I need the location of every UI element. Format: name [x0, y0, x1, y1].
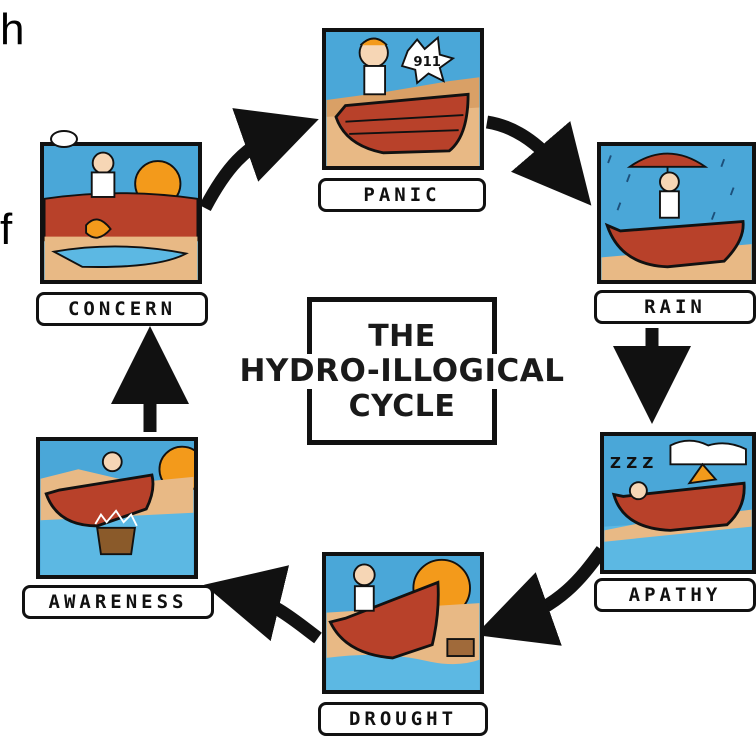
arrow-drought-to-awareness	[204, 565, 322, 644]
bucket-icon	[94, 509, 138, 556]
thought-bubble-icon	[50, 130, 78, 148]
phone-911-icon: 911	[400, 35, 456, 85]
panel-drought	[322, 552, 484, 694]
label-awareness: AWARENESS	[22, 585, 214, 619]
svg-text:911: 911	[413, 55, 441, 70]
drought-illustration	[326, 556, 480, 690]
panel-panic: 911	[322, 28, 484, 170]
apathy-illustration: Z Z Z	[604, 436, 752, 570]
awareness-illustration	[40, 441, 194, 575]
concern-illustration	[44, 146, 198, 280]
label-panic: PANIC	[318, 178, 486, 212]
panel-rain	[597, 142, 756, 284]
arrow-concern-to-panic	[199, 108, 319, 212]
panel-awareness	[36, 437, 198, 579]
arrow-panic-to-rain	[485, 115, 592, 206]
title-line-1: THE	[368, 318, 436, 354]
label-rain: RAIN	[594, 290, 756, 324]
title-line-2: HYDRO-ILLOGICAL	[233, 353, 571, 389]
text-fragment-h: h	[0, 5, 25, 54]
sleeping-zzz-icon: Z Z Z	[610, 454, 653, 472]
arrow-apathy-to-drought	[475, 546, 608, 646]
label-apathy: APATHY	[594, 578, 756, 612]
cycle-title-box: THE HYDRO-ILLOGICAL CYCLE	[233, 297, 571, 445]
label-drought: DROUGHT	[318, 702, 488, 736]
panel-apathy: Z Z Z	[600, 432, 756, 574]
panel-concern	[40, 142, 202, 284]
text-fragment-f: f	[0, 205, 13, 254]
panic-illustration: 911	[326, 32, 480, 166]
title-line-3: CYCLE	[348, 388, 456, 424]
label-concern: CONCERN	[36, 292, 208, 326]
rain-illustration	[601, 146, 752, 280]
